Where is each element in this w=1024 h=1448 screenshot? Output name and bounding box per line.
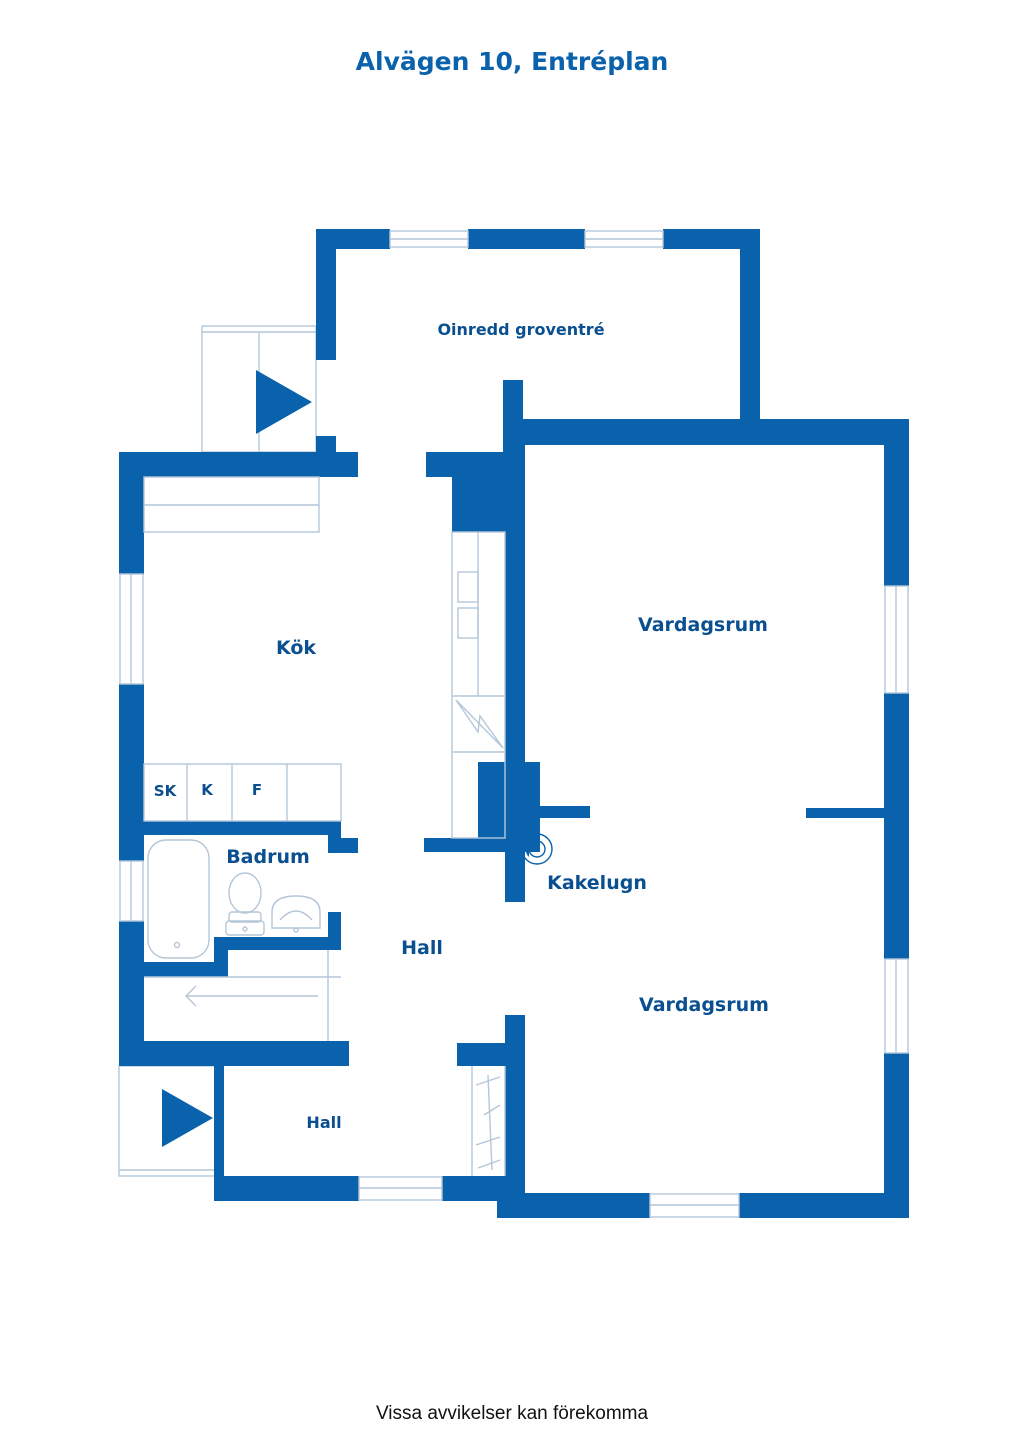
closet-label-f: F — [252, 781, 262, 799]
room-label-badrum: Badrum — [226, 846, 310, 868]
entrance-arrow-lower — [162, 1089, 213, 1147]
page-title: Alvägen 10, Entréplan — [355, 47, 669, 76]
room-label-hall-main: Hall — [401, 937, 443, 959]
closet-label-sk: SK — [154, 782, 178, 800]
room-label-vardagsrum-lower: Vardagsrum — [639, 994, 769, 1016]
kitchen-fixtures — [143, 476, 506, 839]
disclaimer-text: Vissa avvikelser kan förekomma — [375, 1403, 649, 1424]
entrance-arrow-upper — [256, 370, 312, 434]
room-label-kok: Kök — [276, 637, 316, 659]
room-label-vardagsrum-upper: Vardagsrum — [638, 614, 768, 636]
room-label-kakelugn: Kakelugn — [547, 872, 647, 894]
windows — [119, 230, 909, 1218]
closet-label-k: K — [201, 781, 214, 799]
kakelugn-stove-icon — [521, 833, 553, 865]
walls — [119, 229, 909, 1218]
room-label-hall-small: Hall — [306, 1113, 341, 1132]
bathroom-fixtures — [147, 839, 321, 959]
room-label-groventre: Oinredd groventré — [437, 320, 604, 339]
hall-details — [144, 950, 506, 1176]
